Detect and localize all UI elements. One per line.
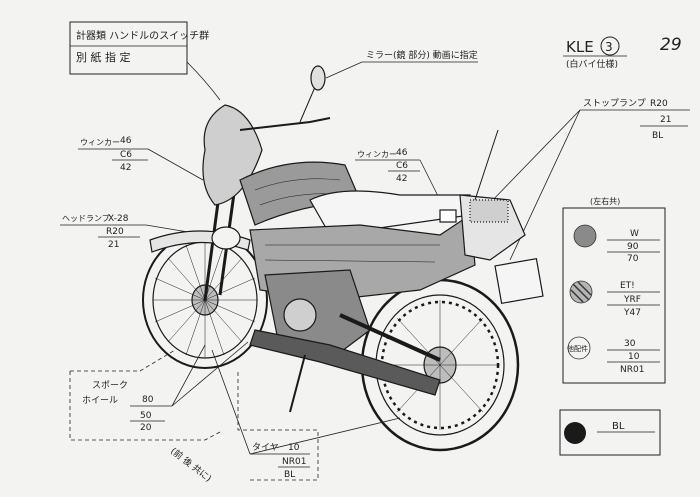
front-winker-value-3: 42 — [120, 163, 131, 173]
tire-label: タイヤ — [252, 442, 279, 453]
legend-item-2-value-2: Y47 — [623, 308, 641, 318]
rear-winker-value-1: 46 — [396, 148, 408, 158]
stop-lamp-value-1: R20 — [650, 99, 668, 109]
front-winker-label: ウィンカー — [80, 138, 120, 147]
model-number: 3 — [605, 40, 613, 54]
spoke-wheel-value-1: 80 — [142, 395, 154, 405]
spec-box-line1: 計器類 ハンドルのスイッチ群 — [76, 29, 209, 42]
stop-lamp-value-2: 21 — [660, 115, 671, 125]
headlamp-value-2: R20 — [106, 227, 124, 237]
legend-item-3-label: 他配件 — [567, 344, 588, 353]
tire-callout: タイヤ 10 NR01 BL — [211, 349, 401, 481]
front-winker-value-2: C6 — [120, 150, 132, 160]
tire-value-3: BL — [284, 470, 295, 480]
front-winker-callout: ウィンカー 46 C6 42 — [78, 136, 204, 181]
stop-lamp-value-3: BL — [652, 131, 663, 141]
tire-value-1: 10 — [288, 443, 300, 453]
mirror-callout: ミラー(鏡 部分) 動画に指定 — [325, 49, 478, 79]
mirror-label: ミラー(鏡 部分) 動画に指定 — [366, 49, 478, 61]
spec-box: 計器類 ハンドルのスイッチ群 別 紙 指 定 — [69, 21, 221, 101]
front-rear-note: (前 後 共に) — [168, 445, 214, 484]
tire-value-2: NR01 — [282, 457, 306, 467]
legend-item-2-value-1: YRF — [623, 295, 641, 305]
stop-lamp-label: ストップランプ — [583, 98, 646, 109]
headlamp-value-3: 21 — [108, 240, 119, 250]
headlamp-label: ヘッドランプ — [62, 214, 110, 223]
spoke-wheel-callout: スポーク ホイール 80 50 20 — [69, 341, 249, 441]
legend-bottom-swatch — [564, 422, 586, 444]
spoke-wheel-label-2: ホイール — [82, 395, 118, 406]
rear-winker-value-2: C6 — [396, 161, 408, 171]
spec-box-line2: 別 紙 指 定 — [76, 50, 131, 64]
legend-item-3-value-1: 30 — [624, 339, 636, 349]
front-winker-value-1: 46 — [120, 136, 132, 146]
spoke-wheel-value-3: 20 — [140, 423, 152, 433]
model-label: KLE — [566, 38, 594, 56]
legend-item-1-value-1: W — [630, 229, 639, 239]
legend-bottom-box — [559, 409, 661, 456]
legend-swatch-3 — [567, 336, 591, 360]
legend-item-3-value-3: NR01 — [620, 365, 644, 375]
headlamp-value-1: X-28 — [108, 214, 129, 224]
rear-winker-label: ウィンカー — [357, 150, 397, 159]
sheet-header: KLE 3 29 (白バイ仕様) — [563, 35, 682, 70]
variant-note: (白バイ仕様) — [566, 58, 618, 70]
legend-item-1-value-2: 90 — [627, 242, 639, 252]
legend-bottom-value: BL — [612, 421, 625, 432]
legend-swatch-1 — [573, 224, 597, 248]
headlamp-callout: ヘッドランプ X-28 R20 21 — [60, 214, 213, 250]
motorcycle-drawing — [142, 65, 544, 452]
legend-item-3-value-2: 10 — [628, 352, 640, 362]
spoke-wheel-label-1: スポーク — [92, 380, 128, 391]
page-number: 29 — [660, 35, 682, 55]
legend-header: (左右共) — [590, 196, 620, 206]
spoke-wheel-value-2: 50 — [140, 411, 152, 421]
color-legend: (左右共) W 90 70 ET! YRF Y47 他配件 30 10 NR01… — [559, 196, 666, 456]
legend-item-2-label: ET! — [620, 281, 635, 291]
legend-item-1-value-3: 70 — [627, 254, 639, 264]
rear-winker-value-3: 42 — [396, 174, 407, 184]
